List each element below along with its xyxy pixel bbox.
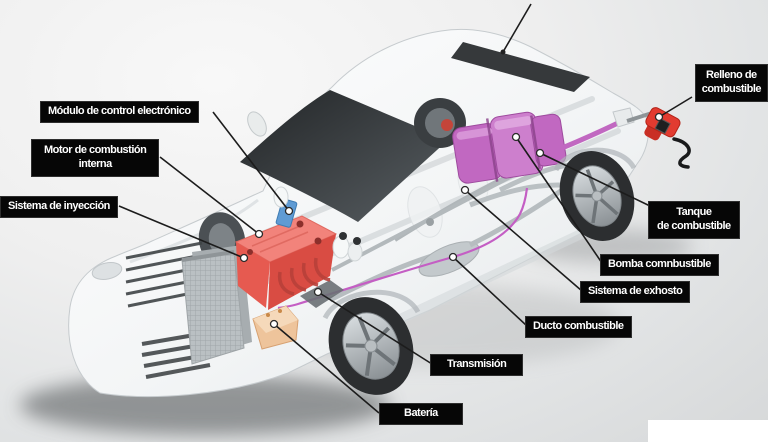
label-text: Módulo de control electrónico	[48, 105, 191, 117]
reservoir-bottles	[273, 186, 363, 262]
callout-line-bomba	[515, 136, 603, 264]
callout-line-motor	[159, 156, 260, 235]
front-wheel	[328, 297, 414, 395]
callout-line-relleno	[658, 96, 693, 118]
dot-engine	[254, 229, 264, 239]
fuel-hose	[672, 137, 691, 169]
label-sistema-de-inyeccion: Sistema de inyección	[0, 196, 118, 218]
label-modulo-de-control-electronico: Módulo de control electrónico	[40, 101, 199, 123]
label-transmision: Transmisión	[430, 354, 524, 376]
label-text: interna	[78, 157, 113, 170]
label-ducto-combustible: Ducto combustible	[525, 316, 632, 338]
label-text: Motor de combustión	[44, 144, 147, 156]
label-bomba-combustible: Bomba comnbustible	[600, 254, 719, 276]
rear-window	[451, 42, 590, 92]
rear-wheel	[559, 151, 635, 241]
fuel-line	[277, 187, 529, 310]
label-tanque-de-combustible: Tanque de combustible	[648, 201, 740, 239]
dot-injection	[239, 253, 249, 263]
label-text: Transmisión	[447, 358, 507, 370]
label-relleno-de-combustible: Relleno de combustible	[694, 64, 768, 102]
intake-manifold	[277, 257, 331, 296]
label-text: de combustible	[657, 219, 731, 232]
callout-lines	[118, 96, 693, 414]
front-wheel-arch	[322, 289, 421, 320]
engine-block	[234, 215, 338, 310]
brake-caliper	[441, 119, 453, 131]
label-motor-de-combustion-interna: Motor de combustión interna	[31, 139, 160, 177]
headlight	[91, 262, 123, 280]
dot-exhaust	[460, 185, 470, 195]
callout-line-exhosto	[464, 189, 583, 292]
label-text: Tanque	[676, 206, 712, 218]
dot-fuel-pump	[511, 132, 521, 142]
label-sistema-de-exhosto: Sistema de exhosto	[580, 281, 691, 303]
callout-line-bateria	[273, 323, 380, 414]
label-text: Ducto combustible	[533, 320, 624, 332]
dot-ecm	[284, 206, 294, 216]
label-text: Bomba comnbustible	[608, 258, 711, 270]
far-rear-wheel	[414, 98, 466, 148]
label-bateria: Batería	[379, 403, 463, 425]
label-text: Batería	[404, 407, 438, 419]
callout-dots	[239, 112, 664, 329]
callout-line-tanque	[539, 152, 651, 207]
label-text: Sistema de exhosto	[588, 285, 683, 297]
fuel-nozzle	[612, 107, 691, 169]
dot-battery	[269, 319, 279, 329]
callout-line-ducto	[452, 256, 528, 327]
side-mirror	[247, 111, 267, 137]
dot-tank	[535, 148, 545, 158]
dot-filler	[654, 112, 664, 122]
white-corner-patch	[648, 420, 768, 442]
windshield	[240, 90, 448, 222]
label-text: Sistema de inyección	[8, 200, 110, 212]
antenna-line	[500, 3, 532, 55]
driveshaft-bearing	[426, 218, 434, 226]
callout-line-transmision	[317, 291, 433, 365]
radiator	[181, 245, 252, 365]
driveshaft	[331, 172, 517, 272]
dot-fuel-duct	[448, 252, 458, 262]
dot-transmission	[313, 287, 323, 297]
label-text: Relleno de	[706, 69, 757, 81]
callout-line-inyeccion	[118, 205, 245, 259]
callout-line-modulo	[212, 111, 290, 212]
label-text: combustible	[701, 82, 762, 95]
